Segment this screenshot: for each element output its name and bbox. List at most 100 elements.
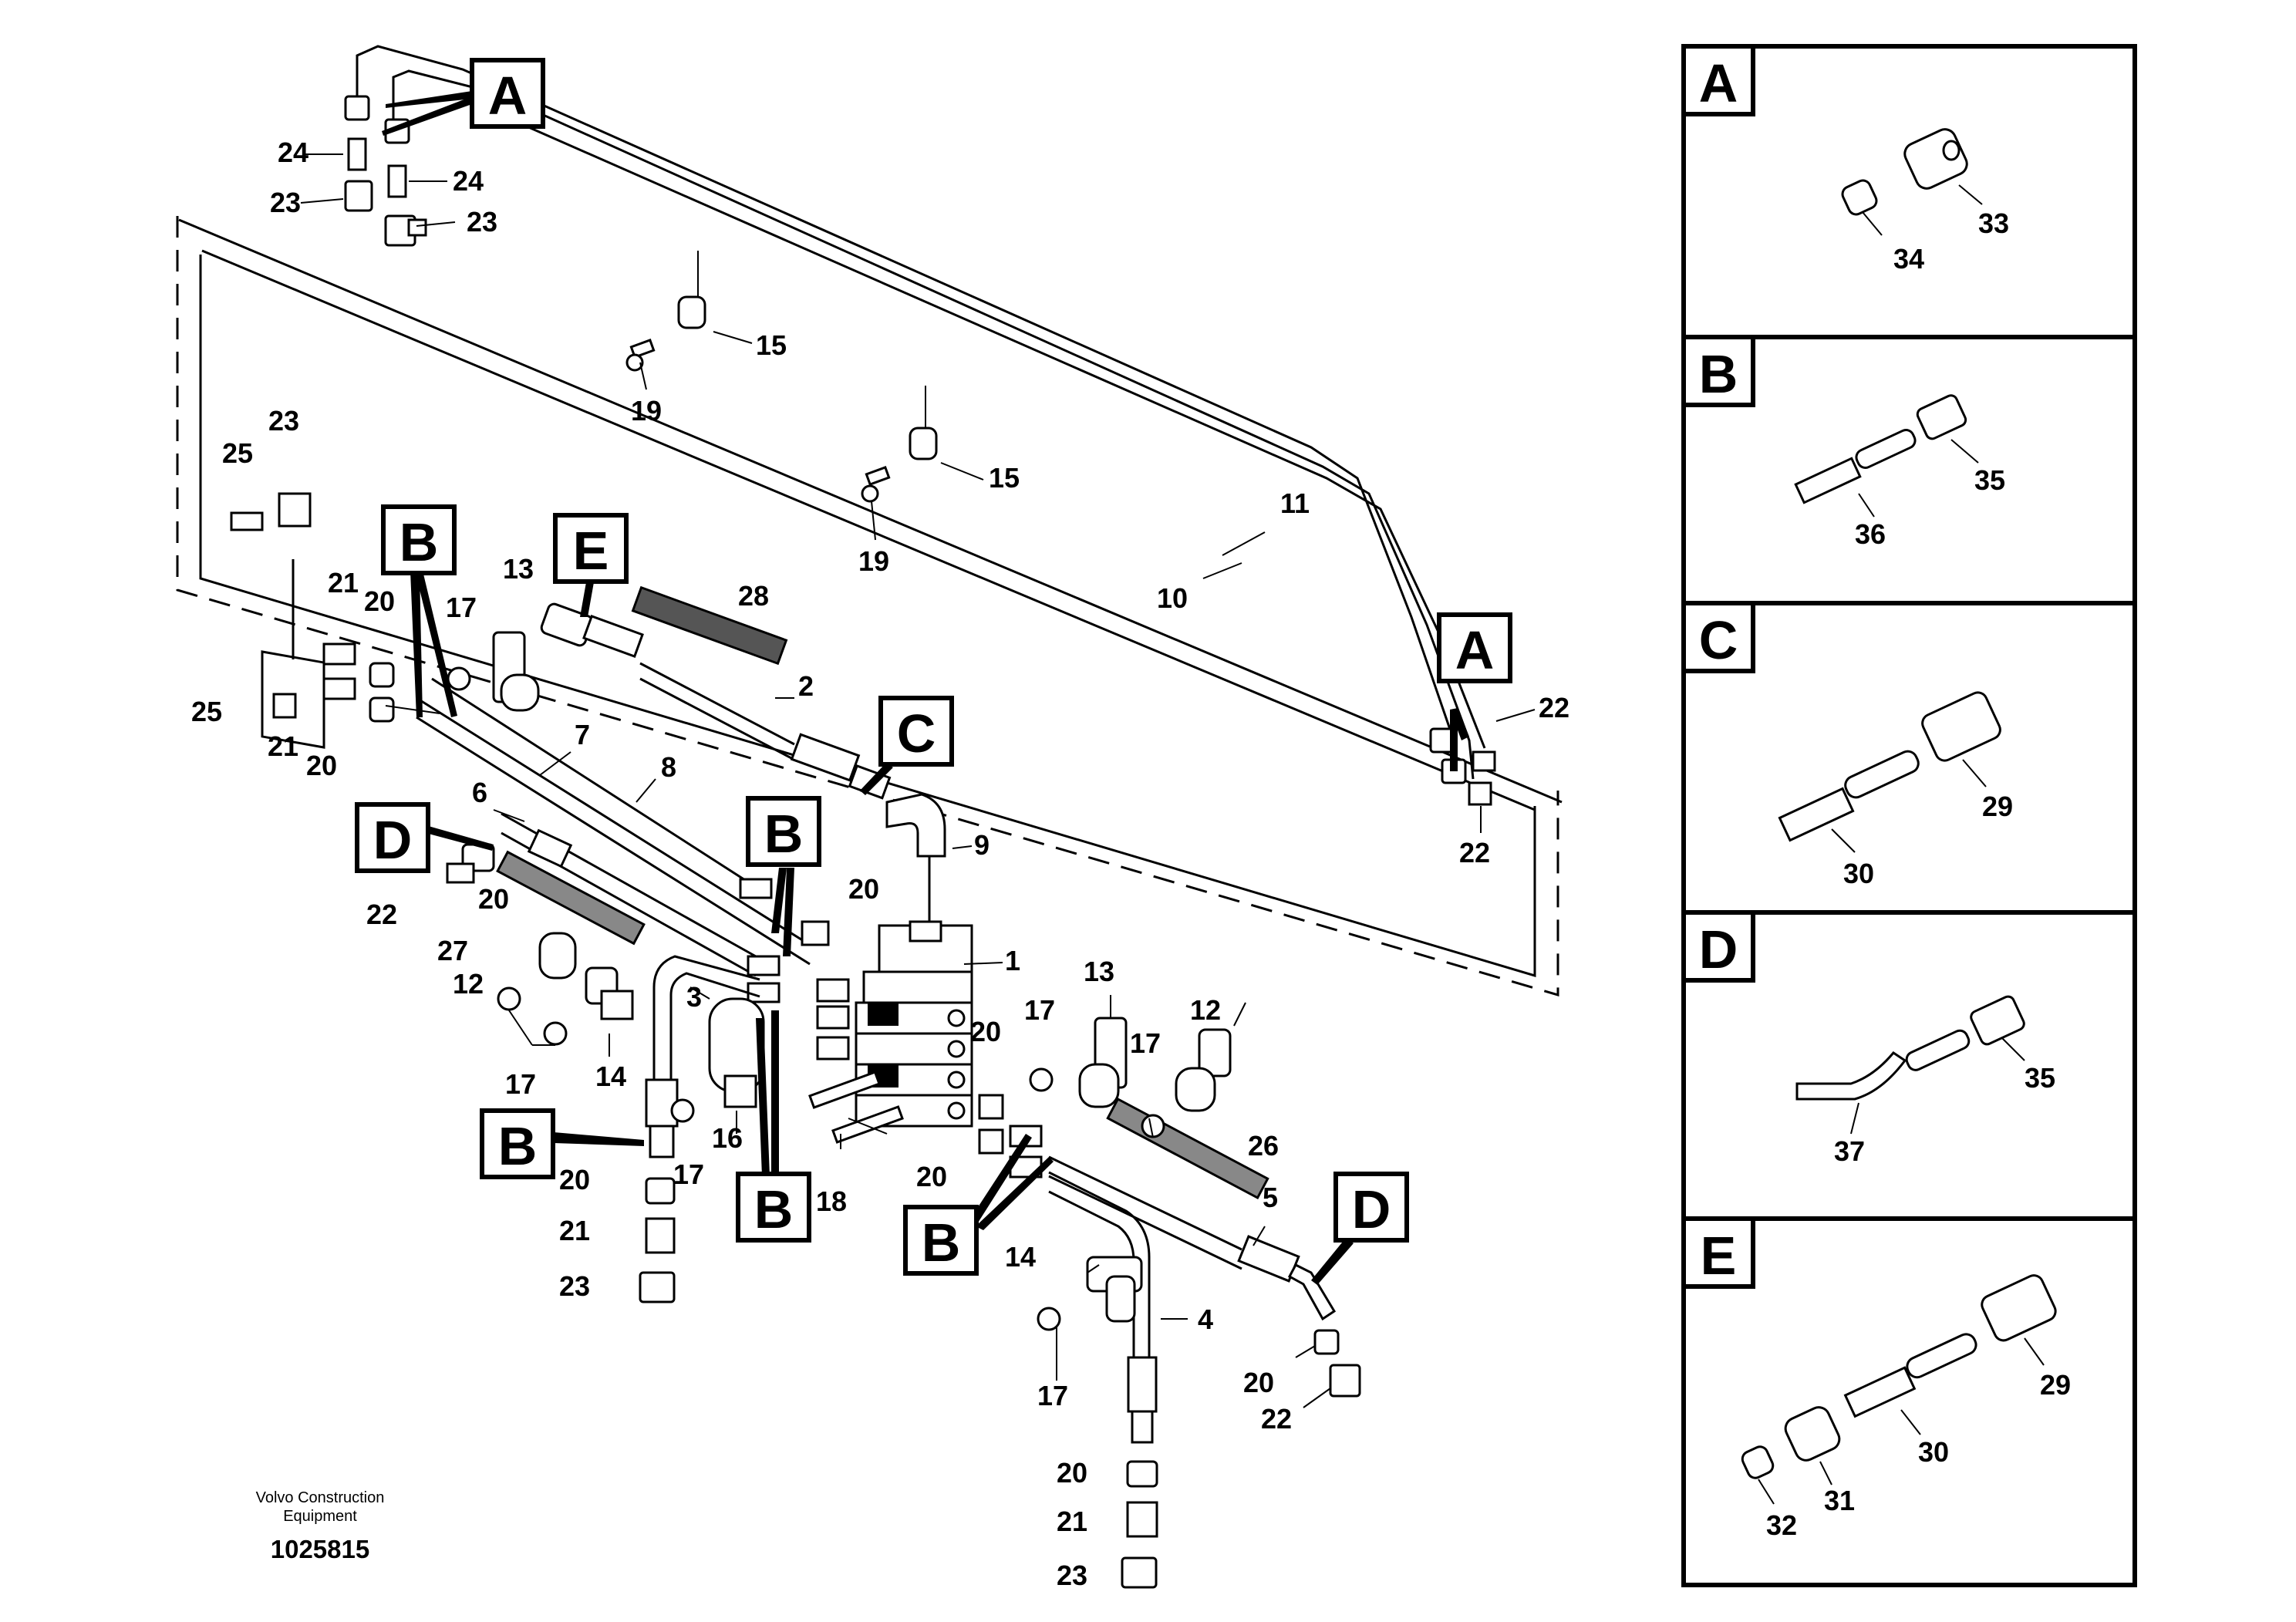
callout-b-lower: B: [736, 1010, 811, 1243]
callout-a-right: A: [1437, 612, 1512, 771]
callout-a-top-letter: A: [488, 66, 528, 126]
callout-b-right-letter: B: [922, 1212, 961, 1273]
panel-d-letter: D: [1699, 919, 1738, 980]
footer: Volvo Construction Equipment 1025815: [256, 1489, 385, 1563]
panel-d-part-37: 37: [1834, 1135, 1865, 1167]
frame-top-line: [178, 218, 1563, 804]
panel-c-part-30: 30: [1843, 858, 1874, 889]
label-17-e: 17: [1130, 1027, 1161, 1059]
label-23-c: 23: [268, 405, 299, 437]
hose-5b: [1048, 1175, 1242, 1270]
label-15-a: 15: [756, 329, 787, 361]
panel-d-bent-tube: [1795, 1051, 1907, 1101]
label-26: 26: [1248, 1130, 1279, 1162]
panel-e-part-30: 30: [1918, 1436, 1949, 1468]
label-17-a: 17: [446, 592, 477, 623]
label-24-b: 24: [453, 165, 484, 197]
label-1: 1: [1005, 945, 1020, 976]
label-11: 11: [1280, 487, 1310, 519]
panel-e-part-29: 29: [2040, 1369, 2071, 1401]
label-23-d: 23: [559, 1270, 590, 1302]
frame-top-line-2: [201, 249, 1536, 811]
hose-5-end: [1287, 1263, 1337, 1321]
label-13-b: 13: [1084, 956, 1114, 987]
label-13-a: 13: [503, 553, 534, 585]
label-18: 18: [816, 1185, 847, 1217]
hose-7: [416, 696, 811, 946]
callout-b-left: B: [381, 504, 457, 717]
label-22-c: 22: [366, 899, 397, 930]
panel-d-nut: [1970, 995, 2025, 1046]
panel-a-part-34: 34: [1893, 243, 1924, 275]
callout-c-letter: C: [897, 703, 936, 764]
clamps-misc: [492, 631, 1232, 1323]
label-24-a: 24: [278, 137, 308, 168]
label-2: 2: [798, 670, 814, 702]
pipe-10b: [493, 110, 1486, 749]
label-22-a: 22: [1539, 692, 1569, 723]
main-illustration: [176, 45, 1563, 1589]
panel-b-nut: [1916, 394, 1967, 440]
hose-3b: [669, 972, 760, 1080]
label-16: 16: [712, 1122, 743, 1154]
callout-d-right-letter: D: [1352, 1179, 1391, 1239]
panel-e-nut-small: [1784, 1406, 1841, 1462]
callout-b-left-letter: B: [400, 512, 439, 572]
label-21-a: 21: [328, 567, 359, 599]
label-22-d: 22: [1261, 1403, 1292, 1435]
brand-line2: Equipment: [283, 1508, 357, 1525]
label-20-g: 20: [916, 1161, 947, 1192]
label-4: 4: [1198, 1303, 1213, 1335]
label-5: 5: [1263, 1182, 1278, 1213]
detail-panels: A 33 34 B 35 36 C: [1681, 44, 2137, 1587]
hose-8: [431, 677, 757, 889]
detail-panel-c: C 29 30: [1681, 601, 2013, 889]
callout-d-left: D: [355, 802, 494, 873]
panel-c-nut: [1921, 691, 2001, 762]
panel-a-part-33: 33: [1978, 207, 2009, 239]
panel-b-part-36: 36: [1855, 518, 1886, 550]
detail-panel-b: B 35 36: [1681, 335, 2005, 550]
panel-a-sleeve: [1841, 179, 1878, 216]
pipe-10: [356, 45, 1459, 784]
label-25-a: 25: [222, 437, 253, 469]
hose-5: [1048, 1155, 1242, 1251]
label-12-b: 12: [1190, 994, 1221, 1026]
manifold-block-left: [230, 492, 395, 749]
label-7: 7: [575, 719, 590, 750]
leader-lines: [300, 153, 1536, 1408]
label-21-b: 21: [268, 730, 298, 762]
callout-c: C: [860, 696, 954, 795]
label-17-c: 17: [673, 1158, 704, 1190]
label-9: 9: [974, 829, 990, 861]
label-6: 6: [472, 777, 487, 808]
label-23-b: 23: [467, 206, 497, 238]
label-20-e: 20: [559, 1164, 590, 1195]
hose-4: [1048, 1171, 1151, 1357]
label-14-b: 14: [1005, 1241, 1036, 1273]
panel-b-letter: B: [1699, 344, 1738, 404]
label-20-i: 20: [1057, 1457, 1087, 1489]
callout-b-leftlow-letter: B: [498, 1116, 538, 1176]
callout-a-right-letter: A: [1455, 620, 1495, 680]
detail-panel-e: E 29 30 31 32: [1681, 1216, 2071, 1541]
panel-e-part-31: 31: [1824, 1485, 1855, 1516]
callout-e: E: [553, 513, 629, 617]
label-10: 10: [1157, 582, 1188, 614]
label-28: 28: [738, 580, 769, 612]
panel-c-part-29: 29: [1982, 791, 2013, 822]
reference-number: 1025815: [271, 1535, 369, 1563]
label-17-b: 17: [505, 1068, 536, 1100]
clamp-15-lower: [861, 386, 938, 503]
label-22-b: 22: [1459, 837, 1490, 868]
label-20-c: 20: [848, 873, 879, 905]
label-20-a: 20: [364, 585, 395, 617]
panel-e-part-32: 32: [1766, 1509, 1797, 1541]
label-3: 3: [686, 981, 702, 1013]
callout-d-left-letter: D: [373, 810, 413, 870]
control-valve-1: [855, 920, 973, 1128]
sleeve-27: [496, 850, 646, 946]
label-20-b: 20: [306, 750, 337, 781]
callout-a-top: A: [382, 58, 545, 136]
